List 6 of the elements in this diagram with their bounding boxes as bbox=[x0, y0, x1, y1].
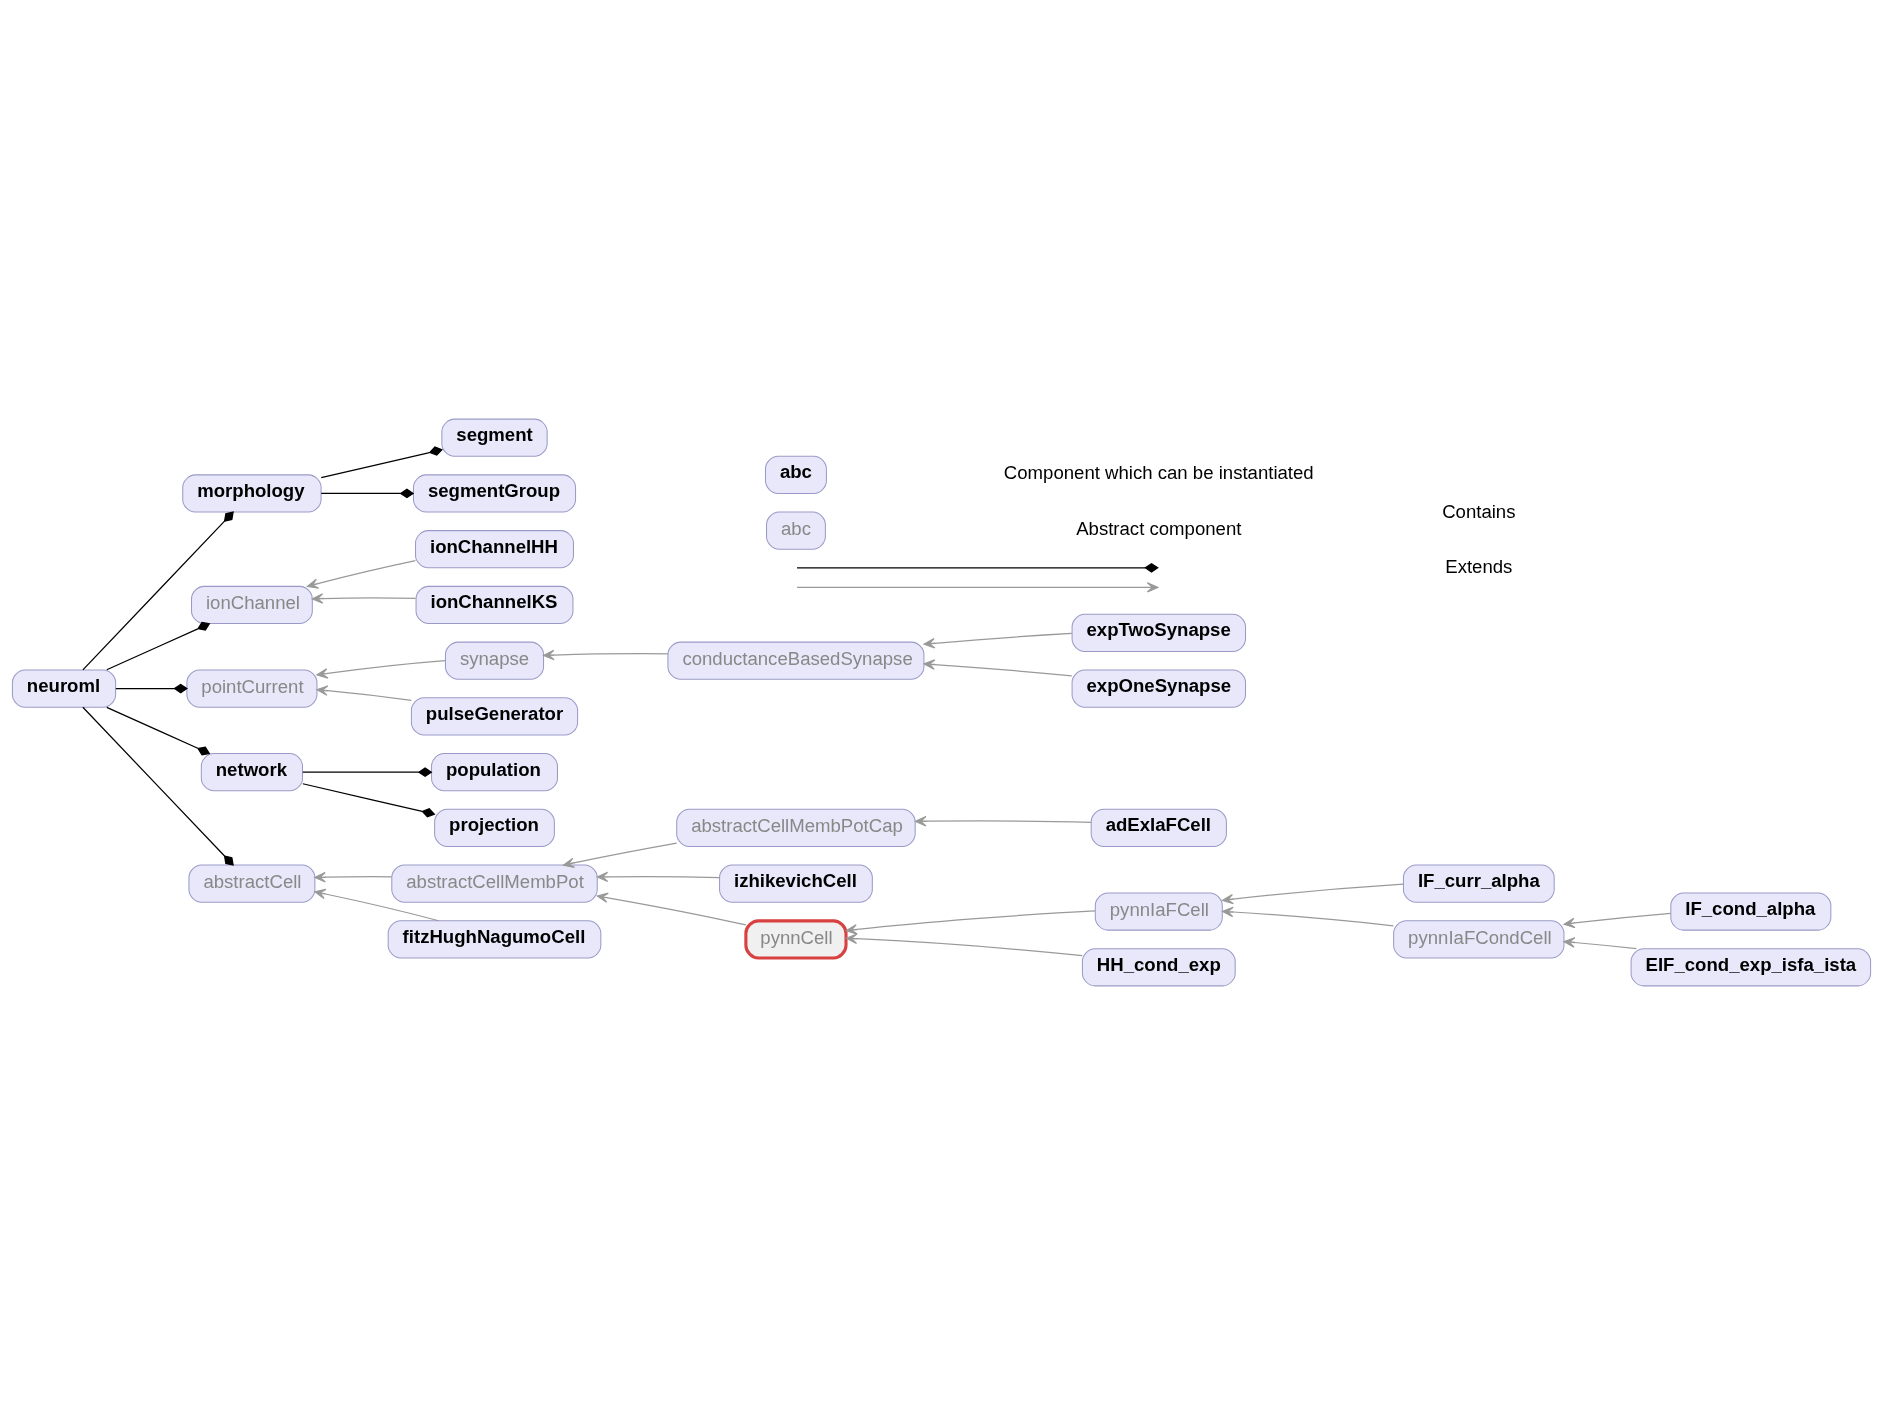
label: abc bbox=[780, 517, 811, 539]
legend-label: Contains bbox=[1442, 500, 1516, 522]
legend-label: Extends bbox=[1445, 555, 1513, 577]
label: abc bbox=[779, 460, 812, 482]
legend-label: Abstract component bbox=[1076, 517, 1242, 539]
legend-label: Component which can be instantiated bbox=[1003, 461, 1314, 483]
